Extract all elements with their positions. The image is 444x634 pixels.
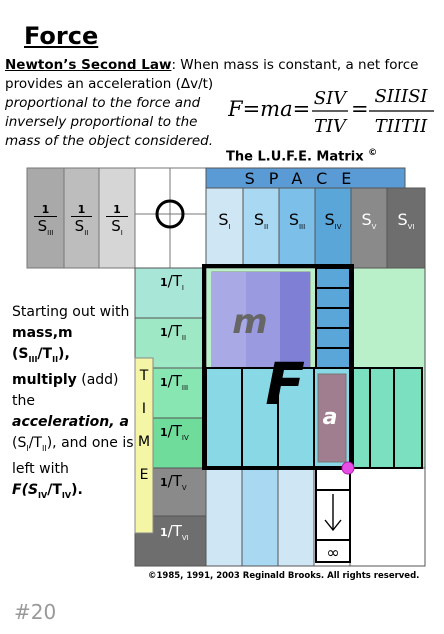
mass-label: m: [232, 302, 267, 342]
time-row-3: 1/TIII: [160, 372, 189, 392]
force-label: F: [265, 350, 305, 418]
copyright-mark: ©: [368, 148, 378, 158]
intro-text: Newton’s Second Law: When mass is consta…: [5, 56, 418, 151]
intro-line-2: provides an acceleration (Δv/t): [5, 76, 214, 92]
infinity-symbol: ∞: [326, 543, 339, 562]
copyright-notice: ©1985, 1991, 2003 Reginald Brooks. All r…: [148, 571, 420, 581]
page-title: Force: [24, 22, 99, 50]
side-explanation: Starting out with mass,m (SIII/TII), mul…: [12, 304, 134, 500]
acceleration-label: a: [323, 405, 338, 430]
time-row-2: 1/TII: [160, 322, 187, 342]
space-label: SPACE: [245, 169, 366, 188]
lufe-matrix: SPACE m a ∞ F: [26, 167, 426, 567]
time-row-1: 1/TI: [160, 272, 184, 292]
space-col-1: SI: [218, 210, 231, 232]
time-row-5: 1/TV: [160, 472, 187, 492]
formula-fraction2-denominator: TIITII: [375, 116, 428, 137]
inverse-space-1: 1 SI: [99, 204, 135, 242]
matrix-title-text: The L.U.F.E. Matrix: [226, 149, 364, 165]
intro-line-5: mass of the object considered.: [5, 133, 214, 149]
origin-circle-icon: [155, 199, 185, 229]
time-row-6: 1/TVI: [160, 522, 189, 542]
space-col-5: SV: [361, 210, 377, 232]
formula-fraction2-numerator: SIIISI: [374, 86, 428, 107]
formula-fraction1-numerator: SIV: [314, 88, 348, 109]
inverse-space-2: 1 SII: [64, 204, 99, 242]
space-col-3: SIII: [288, 210, 306, 232]
formula-equals: =: [351, 97, 369, 121]
inverse-space-3: 1 SIII: [27, 204, 64, 242]
space-col-4: SIV: [324, 210, 342, 232]
formula-fraction1-denominator: TIV: [314, 116, 348, 137]
intro-line-3: proportional to the force and: [5, 95, 201, 111]
time-row-4: 1/TIV: [160, 422, 189, 442]
intro-line-4: inversely proportional to the: [5, 114, 198, 130]
space-col-6: SVI: [397, 210, 415, 232]
space-col-2: SII: [253, 210, 269, 232]
intro-line-1: : When mass is constant, a net force: [171, 57, 419, 73]
formula-lhs: F=ma=: [228, 97, 310, 121]
law-name: Newton’s Second Law: [5, 57, 172, 73]
force-formula: F=ma= SIV TIV = SIIISI TIITII: [228, 86, 434, 137]
slide-number: #20: [14, 600, 57, 624]
intersection-dot-icon: [341, 461, 355, 475]
matrix-title: The L.U.F.E. Matrix ©: [226, 148, 377, 164]
